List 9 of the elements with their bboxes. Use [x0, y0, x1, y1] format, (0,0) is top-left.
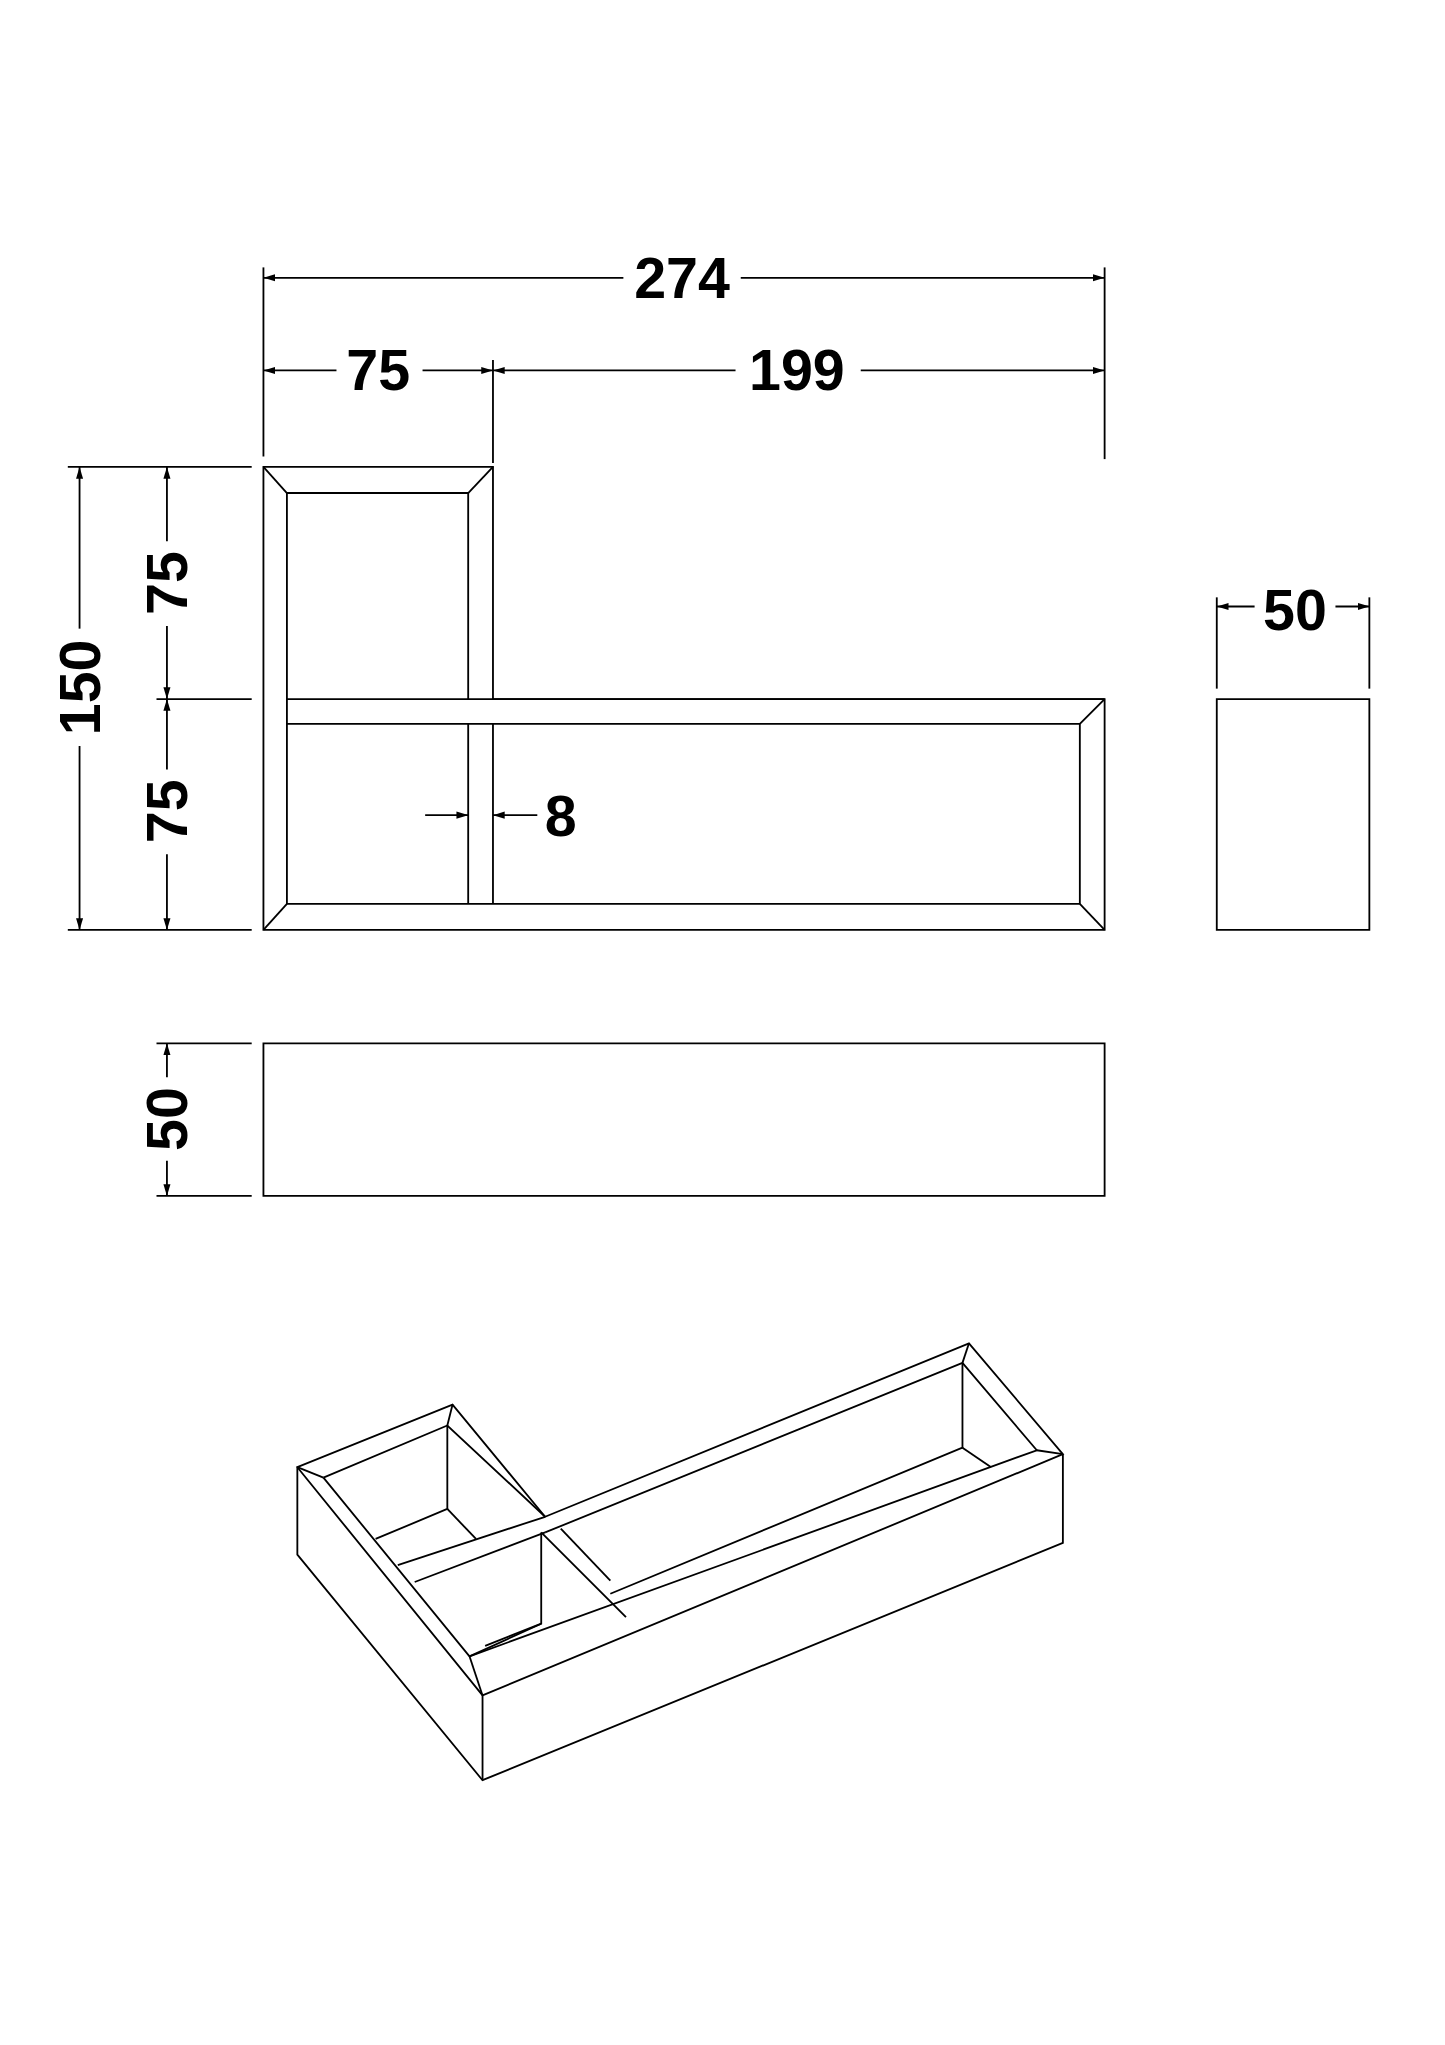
- dimension-label: 75: [134, 551, 199, 615]
- dimension-label: 50: [1263, 578, 1327, 643]
- dimension-label: 8: [544, 784, 577, 849]
- dimension-label: 274: [634, 245, 730, 310]
- dimension-label: 75: [134, 779, 199, 844]
- dimension-label: 50: [134, 1087, 199, 1151]
- dimension-label: 150: [47, 639, 112, 736]
- dimension-label: 75: [346, 338, 411, 403]
- dimension-label: 199: [748, 338, 845, 403]
